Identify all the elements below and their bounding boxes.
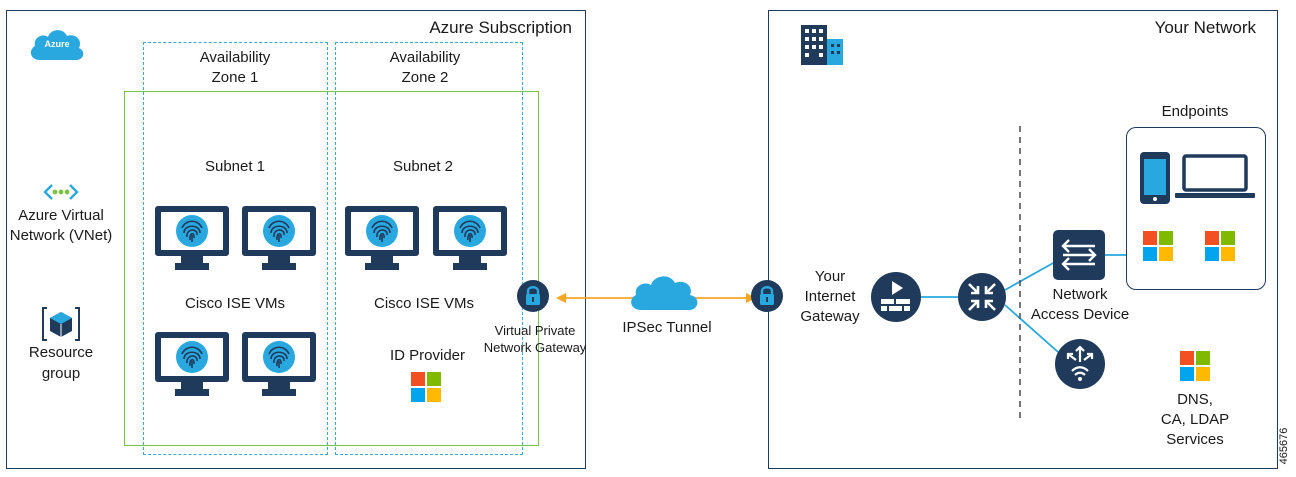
ise-vm-monitor-icon bbox=[153, 204, 231, 277]
endpoints-box bbox=[1126, 127, 1266, 290]
router-icon bbox=[957, 272, 1007, 327]
services-label-line3: Services bbox=[1166, 431, 1224, 448]
ise-vm-monitor-icon bbox=[431, 204, 509, 277]
resource-group-label-line2: group bbox=[41, 365, 81, 382]
windows-icon bbox=[1143, 231, 1173, 266]
ise-vms-label-zone2: Cisco ISE VMs bbox=[373, 295, 475, 312]
internet-gateway-label-line3: Gateway bbox=[800, 308, 860, 325]
availability-zone-1-box bbox=[143, 42, 328, 455]
ise-vm-monitor-icon bbox=[240, 204, 318, 277]
zone-1-label-line2: Zone 1 bbox=[211, 69, 259, 86]
nad-label-line2: Access Device bbox=[1030, 306, 1130, 323]
id-provider-label: ID Provider bbox=[389, 347, 466, 364]
phone-icon bbox=[1140, 152, 1170, 209]
ise-vm-monitor-icon bbox=[343, 204, 421, 277]
laptop-icon bbox=[1174, 154, 1256, 205]
wireless-access-point-icon bbox=[1054, 338, 1106, 395]
vpn-gateway-label-line1: Virtual Private bbox=[494, 323, 576, 338]
services-label-line1: DNS, bbox=[1177, 391, 1213, 408]
azure-logo-text: Azure bbox=[44, 39, 70, 49]
internet-gateway-label-line1: Your bbox=[814, 268, 846, 285]
ise-vm-monitor-icon bbox=[153, 330, 231, 403]
windows-icon bbox=[1180, 351, 1210, 386]
vnet-label-line2: Network (VNet) bbox=[9, 227, 113, 244]
firewall-icon bbox=[870, 271, 922, 328]
availability-zone-2-box bbox=[335, 42, 523, 455]
internet-cloud-icon bbox=[627, 270, 703, 317]
vnet-icon bbox=[43, 182, 79, 207]
subnet-2-label: Subnet 2 bbox=[392, 158, 454, 175]
switch-icon bbox=[1053, 230, 1105, 285]
endpoints-label: Endpoints bbox=[1161, 103, 1229, 120]
azure-cloud-icon bbox=[28, 26, 86, 67]
azure-subscription-box bbox=[6, 10, 586, 469]
internet-gateway-label-line2: Internet bbox=[804, 288, 856, 305]
subnet-group-box bbox=[124, 91, 539, 446]
your-network-title: Your Network bbox=[1154, 18, 1256, 37]
ise-vms-label-zone1: Cisco ISE VMs bbox=[184, 295, 286, 312]
ipsec-tunnel-label: IPSec Tunnel bbox=[622, 319, 712, 336]
ise-vm-monitor-icon bbox=[240, 330, 318, 403]
your-network-box bbox=[768, 10, 1278, 469]
subnet-1-label: Subnet 1 bbox=[204, 158, 266, 175]
zone-2-label-line2: Zone 2 bbox=[401, 69, 449, 86]
vpn-gateway-label-line2: Network Gateway bbox=[483, 340, 587, 355]
internet-gateway-lock-icon bbox=[750, 279, 784, 318]
vnet-label-line1: Azure Virtual bbox=[18, 207, 104, 224]
windows-icon bbox=[1205, 231, 1235, 266]
resource-group-cube-icon bbox=[42, 306, 80, 347]
zone-2-label-line1: Availability bbox=[389, 49, 461, 66]
azure-subscription-title: Azure Subscription bbox=[429, 18, 572, 37]
nad-label-line1: Network bbox=[1052, 286, 1108, 303]
building-icon bbox=[801, 25, 843, 70]
vpn-gateway-lock-icon bbox=[516, 279, 550, 318]
services-label-line2: CA, LDAP bbox=[1160, 411, 1230, 428]
windows-icon bbox=[411, 372, 441, 407]
zone-1-label-line1: Availability bbox=[199, 49, 271, 66]
figure-id: 465676 bbox=[1278, 427, 1290, 465]
resource-group-label-line1: Resource bbox=[28, 344, 94, 361]
